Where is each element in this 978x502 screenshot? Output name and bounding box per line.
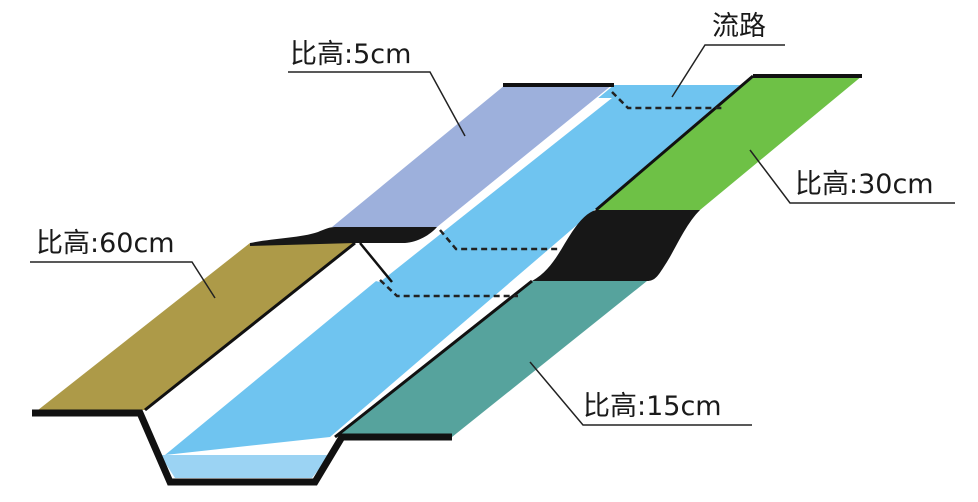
- label-height-30cm: 比高:30cm: [795, 169, 934, 200]
- cross-section-outline: [32, 409, 452, 486]
- bank-60cm: [38, 243, 355, 410]
- leader-30cm: [749, 149, 955, 204]
- leader-15cm: [529, 361, 752, 426]
- label-channel: 流路: [712, 11, 766, 42]
- leader-channel: [671, 44, 785, 98]
- water-level-dashed-lower: [379, 279, 518, 298]
- water-channel: [165, 85, 740, 455]
- leader-60cm: [30, 261, 216, 299]
- bank-30cm-left-edge: [595, 74, 754, 212]
- step-edge: [359, 242, 393, 283]
- step-60cm-5cm: [250, 227, 437, 246]
- label-height-15cm: 比高:15cm: [583, 391, 722, 422]
- label-height-60cm: 比高:60cm: [36, 228, 175, 259]
- leader-5cm: [288, 71, 466, 137]
- bank-15cm-edge: [334, 279, 533, 439]
- bank-5cm: [332, 85, 612, 227]
- bank-15cm: [335, 281, 647, 437]
- label-height-5cm: 比高:5cm: [290, 39, 411, 70]
- step-30cm-15cm: [532, 210, 700, 281]
- water-channel-bottom: [160, 455, 330, 478]
- bank-60cm-edge: [144, 241, 356, 412]
- bank-30cm: [596, 76, 862, 210]
- water-level-dashed-upper: [611, 91, 725, 110]
- water-level-dashed-middle: [439, 229, 560, 251]
